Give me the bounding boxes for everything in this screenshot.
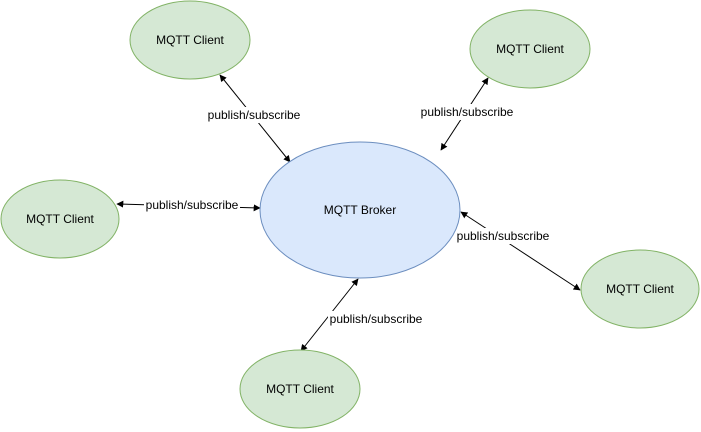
edge-label-bg [144,197,240,213]
client-ellipse [580,249,700,329]
client-ellipse [239,349,361,429]
edge-left-client: publish/subscribe [116,197,261,213]
client-ellipse [0,179,120,259]
client-ellipse [129,0,251,80]
client-node-top-right: MQTT Client [469,9,591,89]
edge-right-client: publish/subscribe [455,211,581,291]
edge-label: publish/subscribe [146,198,239,212]
client-label: MQTT Client [156,33,224,47]
edge-label-bg [328,311,424,327]
broker-node: MQTT Broker [259,141,461,279]
client-node-top-left: MQTT Client [129,0,251,80]
edge-bottom-client: publish/subscribe [300,278,424,352]
client-label: MQTT Client [496,42,564,56]
broker-label: MQTT Broker [324,203,396,217]
client-ellipse [469,9,591,89]
broker-ellipse [259,141,461,279]
edge-label-bg [206,107,302,123]
edge-label: publish/subscribe [457,229,550,243]
client-label: MQTT Client [26,212,94,226]
edge-line [460,211,581,291]
client-label: MQTT Client [606,282,674,296]
edge-label: publish/subscribe [421,105,514,119]
edge-label-bg [419,104,515,120]
client-node-left: MQTT Client [0,179,120,259]
client-node-right: MQTT Client [580,249,700,329]
client-node-bottom: MQTT Client [239,349,361,429]
edge-label-bg [455,228,551,244]
edge-top-left-client: publish/subscribe [206,74,302,163]
client-label: MQTT Client [266,382,334,396]
edge-label: publish/subscribe [208,108,301,122]
edge-label: publish/subscribe [330,312,423,326]
edge-top-right-client: publish/subscribe [419,77,515,151]
